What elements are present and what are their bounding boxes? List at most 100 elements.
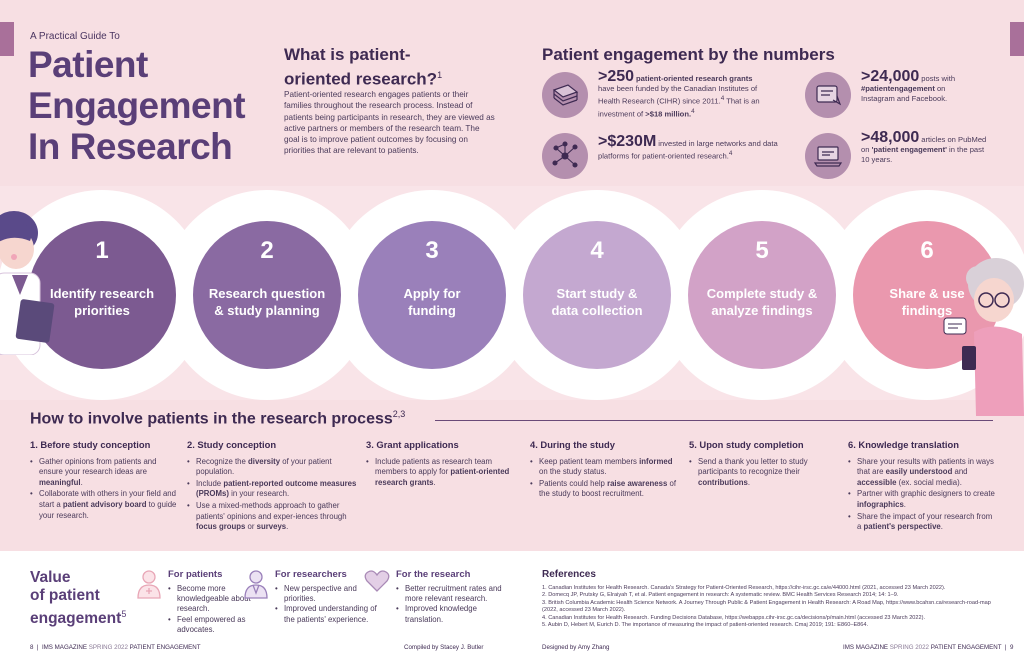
howto-bullets: Recognize the diversity of your patient …	[187, 457, 357, 533]
step-label-line: funding	[408, 303, 456, 318]
howto-bullet: Share the impact of your research from a…	[848, 512, 996, 533]
numbers-heading: Patient engagement by the numbers	[542, 45, 835, 64]
bullet-text: of your patient population.	[196, 456, 332, 477]
step-label-line: priorities	[74, 303, 130, 318]
value-bullet: New perspective and priorities.	[275, 584, 385, 604]
patient-icon	[136, 569, 162, 599]
howto-column: 1. Before study conception Gather opinio…	[30, 439, 178, 522]
footnote-marker: 5	[121, 609, 127, 619]
stat-strong: #patientengagement	[861, 84, 935, 93]
value-group-heading: For researchers	[275, 569, 347, 580]
researcher-illustration	[0, 205, 70, 360]
footer-designed: Designed by Amy Zhang	[542, 644, 610, 651]
issue: SPRING 2022	[88, 644, 128, 651]
stat-desc: articles on PubMed on	[861, 135, 987, 154]
page-tab-right	[1010, 22, 1024, 56]
bullet-emphasis: meaningful	[39, 477, 81, 487]
value-group-heading: For the research	[396, 569, 471, 580]
step-label-line: Identify research	[49, 286, 155, 301]
footnote-marker: 2,3	[392, 409, 406, 419]
bullet-emphasis: patient-reported outcome measures (PROMs…	[196, 478, 357, 499]
bullet-text: of the study to boost recruitment.	[539, 478, 676, 499]
step-number: 3	[425, 237, 439, 264]
step-circle-2: 2 Research question& study planning	[193, 221, 341, 369]
value-bullet: Feel empowered as advocates.	[168, 615, 278, 635]
bullet-emphasis: patient-oriented research grants	[375, 467, 510, 487]
stat-desc-tail: in the past 10 years.	[861, 145, 985, 164]
bullet-text: .	[80, 477, 83, 487]
what-is-heading-line: oriented research?1	[284, 65, 442, 90]
network-icon	[542, 133, 588, 179]
bullet-text: Share your results with patients in ways…	[857, 456, 994, 477]
stat-desc-tail: on Instagram and Facebook.	[861, 84, 948, 103]
bullet-text: Patients could help	[539, 478, 608, 488]
bullet-emphasis: patient's perspective	[863, 522, 941, 532]
howto-column: 5. Upon study completion Send a thank yo…	[689, 439, 839, 489]
step-number: 6	[920, 237, 934, 264]
documents-icon	[542, 72, 588, 118]
bullet-text: Include	[196, 478, 224, 488]
bullet-text: or	[245, 522, 257, 532]
bullet-text: to guide your research.	[39, 499, 177, 520]
value-bullet: Better recruitment rates and more releva…	[396, 584, 506, 604]
bullet-text: Gather opinions from patients and ensure…	[39, 456, 157, 477]
section: PATIENT ENGAGEMENT	[129, 644, 201, 651]
step-label: Research question& study planning	[209, 285, 325, 319]
bullet-text: (ex. social media).	[896, 477, 962, 487]
what-is-heading: What is patient- oriented research?1	[284, 45, 442, 90]
step-label-line: Complete study &	[706, 286, 818, 301]
references-heading: References	[542, 569, 596, 580]
bullet-text: Send a thank you letter to study partici…	[698, 456, 808, 477]
step-label-line: Apply for	[403, 286, 461, 301]
stat-value: >$230M	[598, 133, 657, 150]
howto-column-heading: 6. Knowledge translation	[848, 439, 959, 450]
howto-bullets: Share your results with patients in ways…	[848, 457, 996, 533]
what-is-heading-text: oriented research?	[284, 69, 438, 89]
stat-value: >48,000	[861, 129, 920, 146]
step-label-line: & study planning	[214, 303, 320, 318]
magazine-name: IMS MAGAZINE	[41, 644, 87, 651]
howto-bullet: Recognize the diversity of your patient …	[187, 457, 357, 478]
bullet-text: .	[747, 477, 750, 487]
bullet-emphasis: focus groups	[196, 522, 246, 532]
footnote-marker: 4	[691, 107, 695, 115]
reference-item: 3. British Columbia Academic Health Scie…	[542, 599, 991, 614]
reference-item: 5. Aubin D, Hebert M, Eurich D. The impo…	[542, 622, 869, 629]
step-label-line: analyze findings	[711, 303, 813, 318]
step-circle-3: 3 Apply for funding	[358, 221, 506, 369]
howto-column-heading: 4. During the study	[530, 439, 615, 450]
page-tab-left	[0, 22, 14, 56]
reference-item: 4. Canadian Institutes for Health Resear…	[542, 614, 926, 621]
footnote-marker: 1	[437, 70, 443, 80]
title-line: Patient	[28, 44, 148, 85]
bullet-text: Partner with graphic designers to create	[857, 489, 995, 499]
value-heading-line: engagement5	[30, 605, 126, 628]
howto-bullet: Partner with graphic designers to create…	[848, 489, 996, 510]
bullet-text: on the study status.	[539, 467, 607, 477]
bullet-emphasis: accessible	[857, 477, 897, 487]
references-list: 1. Canadian Institutes for Health Resear…	[542, 585, 1002, 629]
step-number: 2	[260, 237, 274, 264]
kicker-text: A Practical Guide To	[30, 31, 120, 42]
howto-column-heading: 5. Upon study completion	[689, 439, 804, 450]
what-is-heading-line: What is patient-	[284, 45, 411, 64]
bullet-emphasis: infographics	[857, 499, 904, 509]
page-title: Patient Engagement In Research	[28, 44, 246, 167]
stat-strong: >$18 million.	[645, 109, 692, 119]
howto-heading-text: How to involve patients in the research …	[30, 410, 393, 428]
page-number: 9	[1009, 644, 1014, 651]
step-label-line: data collection	[551, 303, 643, 318]
step-number: 1	[95, 237, 109, 264]
howto-bullet: Collaborate with others in your field an…	[30, 489, 178, 521]
footer-right: IMS MAGAZINE SPRING 2022 PATIENT ENGAGEM…	[843, 644, 1014, 651]
bullet-text: Use a mixed-methods approach to gather p…	[196, 500, 347, 521]
howto-bullets: Send a thank you letter to study partici…	[689, 457, 839, 489]
howto-column-heading: 3. Grant applications	[366, 439, 459, 450]
